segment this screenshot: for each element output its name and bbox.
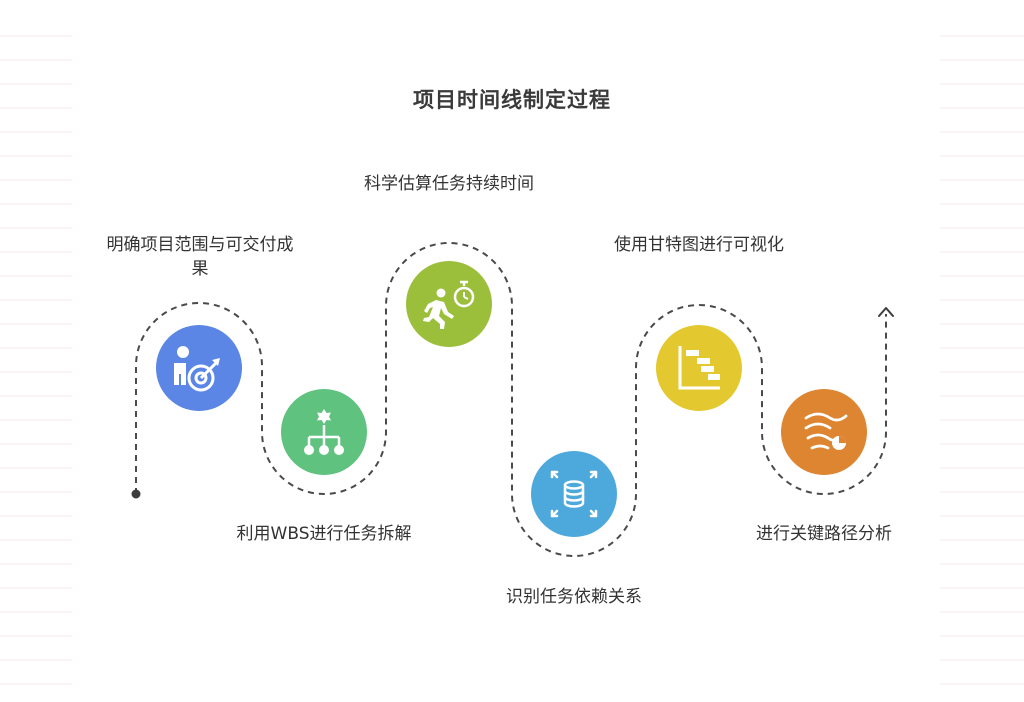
step-5-label: 使用甘特图进行可视化 xyxy=(614,235,784,255)
step-5-node xyxy=(656,325,742,411)
target-person-icon xyxy=(174,346,220,392)
step-2-label: 利用WBS进行任务拆解 xyxy=(236,524,412,544)
timeline-end-arrow xyxy=(878,307,894,317)
diagram-title: 项目时间线制定过程 xyxy=(413,88,611,112)
step-6-label: 进行关键路径分析 xyxy=(756,524,892,544)
step-1-node xyxy=(156,325,242,411)
step-4-label: 识别任务依赖关系 xyxy=(506,587,642,607)
hierarchy-icon xyxy=(304,409,344,455)
gantt-chart-icon xyxy=(678,346,720,390)
step-1-label: 明确项目范围与可交付成果 xyxy=(106,235,294,279)
step-4-node xyxy=(531,451,617,537)
running-stopwatch-icon xyxy=(423,280,475,329)
step-3-node xyxy=(406,261,492,347)
step-3-label: 科学估算任务持续时间 xyxy=(364,174,534,194)
database-arrows-icon xyxy=(550,470,598,518)
step-2-node xyxy=(281,389,367,475)
flow-analysis-icon xyxy=(804,412,848,450)
step-6-node xyxy=(781,389,867,475)
timeline-start-dot xyxy=(131,489,141,499)
timeline-path xyxy=(135,242,887,557)
